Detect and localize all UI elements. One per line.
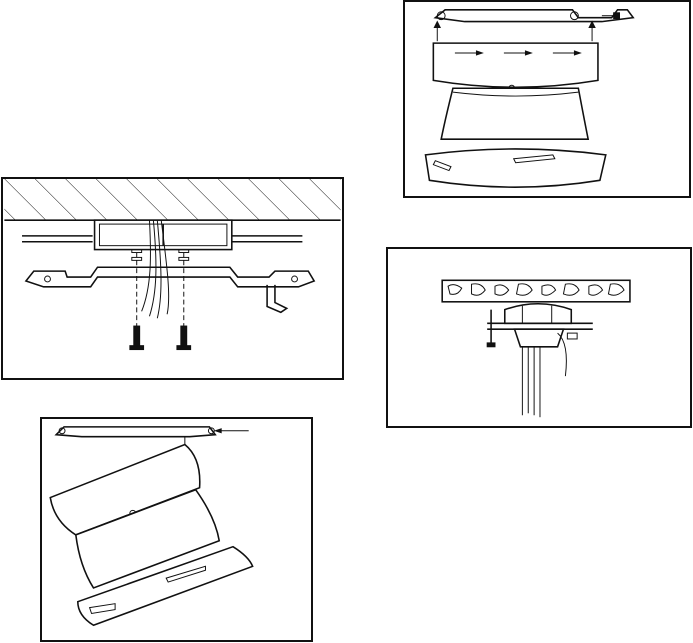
ceiling-section-panel [386,247,692,428]
canopy-diagram-icon [405,2,689,196]
hinged-fixture-diagram-icon [42,419,311,640]
mounting-bracket-panel [1,177,344,380]
canopy-band [433,43,598,87]
ceiling-hatch [4,179,340,220]
mounting-bracket [26,267,314,287]
hinged-fixture-panel [40,417,313,642]
canopy-panel [403,0,691,198]
screw-right [177,326,191,350]
ceiling-section-diagram-icon [388,249,690,426]
junction-dome [505,304,571,324]
lower-shade [426,149,606,187]
mounting-bracket-diagram-icon [3,179,342,378]
screw-left [130,326,144,350]
